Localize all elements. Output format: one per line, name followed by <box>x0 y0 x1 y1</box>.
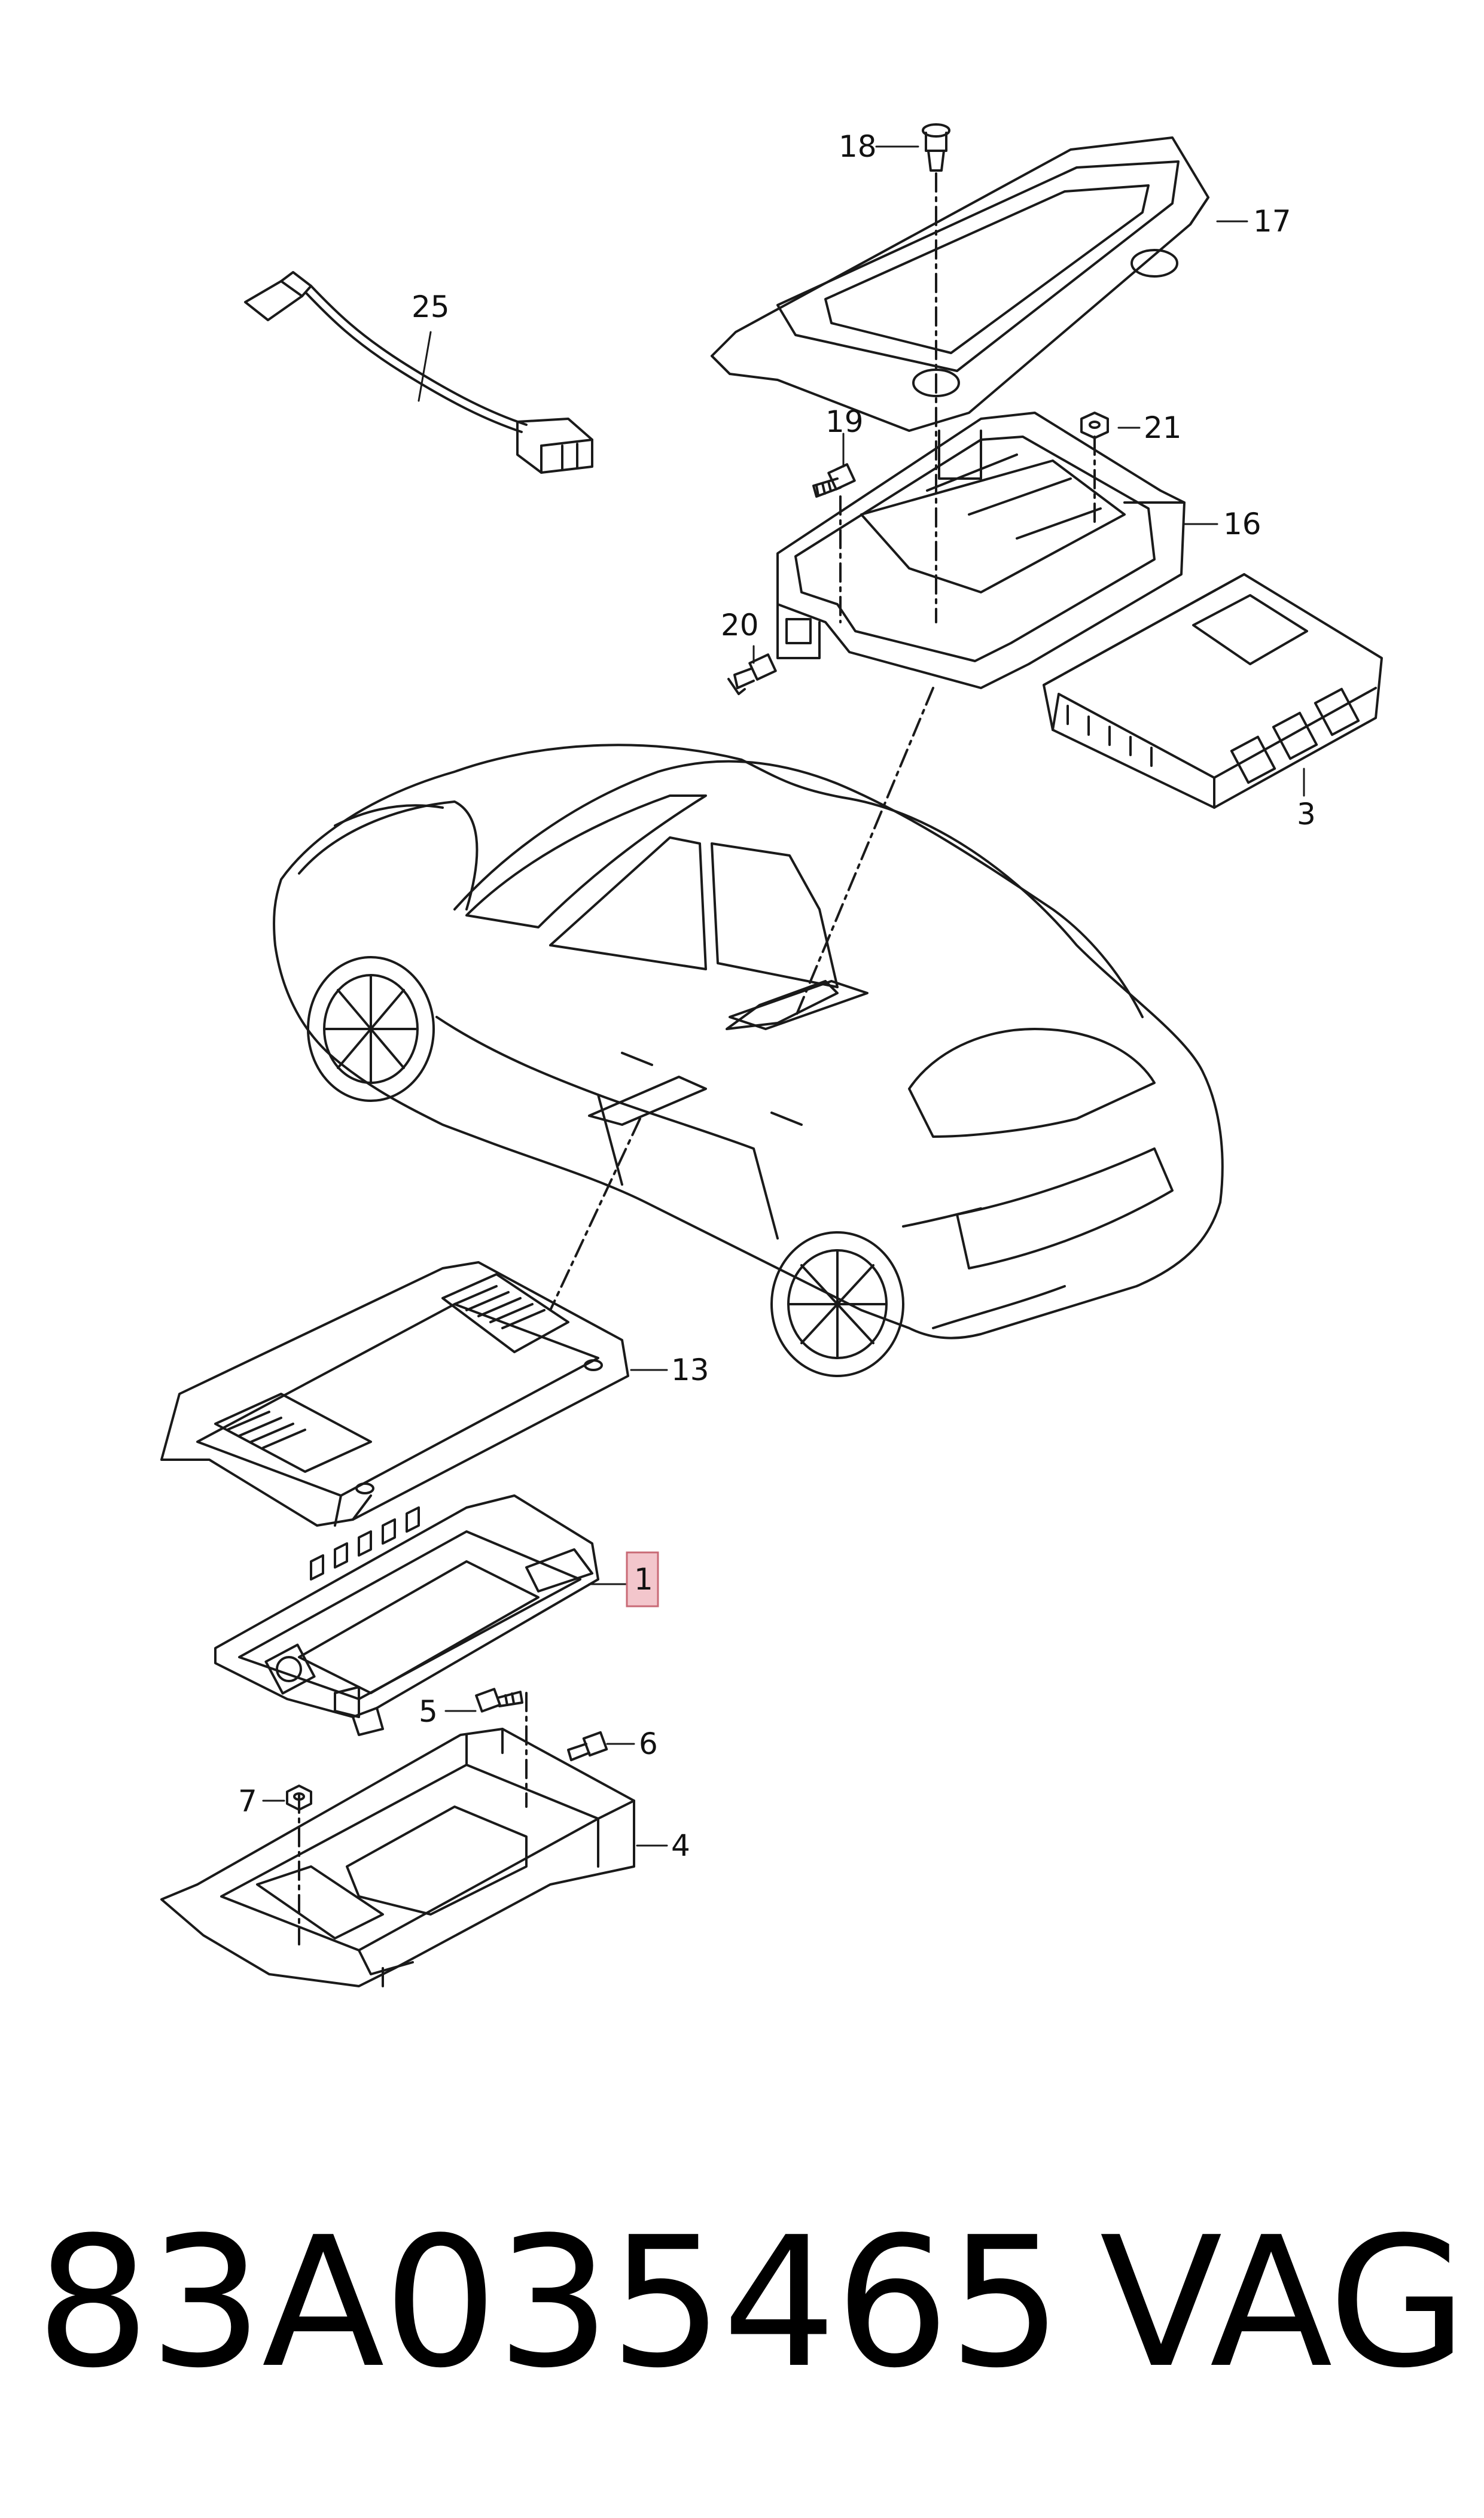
callout-leaders <box>262 145 1305 1847</box>
screw-19 <box>812 463 856 498</box>
control-unit <box>1043 573 1383 809</box>
callout-5: 5 <box>419 1694 438 1729</box>
callout-18: 18 <box>839 129 877 164</box>
lower-cover <box>160 1261 629 1527</box>
screw-5 <box>475 1688 523 1713</box>
callout-21: 21 <box>1144 410 1182 445</box>
screw-20 <box>727 653 777 695</box>
amplifier-module <box>214 1494 599 1736</box>
vehicle-outline <box>273 744 1224 1377</box>
assembly-lines <box>298 172 1096 1945</box>
callout-1-highlight <box>626 1551 659 1607</box>
push-clip-18 <box>922 123 950 172</box>
nut-21 <box>1080 412 1109 439</box>
nut-7 <box>286 1785 312 1811</box>
screw-6 <box>567 1731 608 1761</box>
brand-label: VAG <box>1099 2199 1467 2407</box>
callout-3: 3 <box>1297 797 1316 832</box>
callout-1: 1 <box>634 1562 653 1597</box>
callout-7: 7 <box>238 1784 257 1819</box>
callout-20: 20 <box>721 608 759 643</box>
callout-17: 17 <box>1253 204 1291 239</box>
callout-13: 13 <box>671 1353 709 1387</box>
callout-25: 25 <box>412 290 450 324</box>
callout-6: 6 <box>639 1727 658 1761</box>
callout-4: 4 <box>671 1828 690 1863</box>
callout-16: 16 <box>1223 507 1261 541</box>
base-bracket <box>160 1728 635 1987</box>
mounting-bracket <box>776 412 1186 689</box>
part-number: 83A035465 <box>36 2199 1062 2407</box>
cable-assembly <box>244 271 593 474</box>
upper-cover <box>711 136 1209 432</box>
callout-19: 19 <box>825 404 864 439</box>
